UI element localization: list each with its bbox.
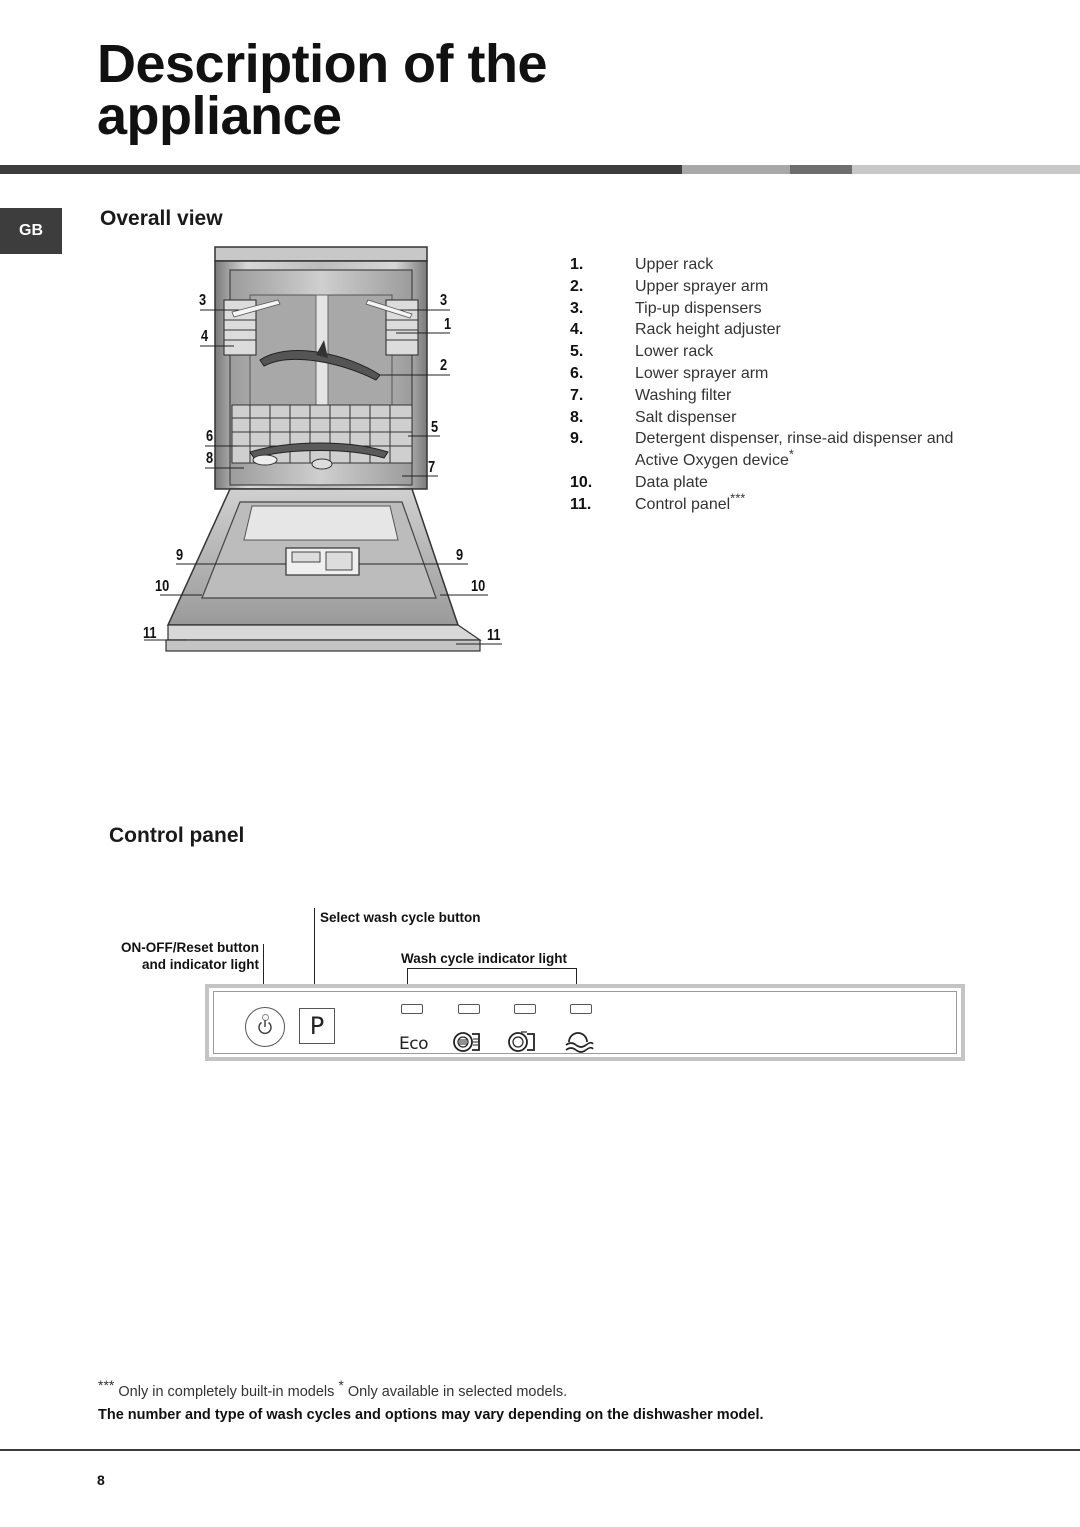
cycle-indicator-light-1 xyxy=(401,1004,423,1014)
callout-1: 1 xyxy=(444,316,452,333)
part-number: 9. xyxy=(570,430,584,448)
header-rule-dark xyxy=(0,165,682,174)
part-label: Control panel xyxy=(635,495,731,513)
power-icon xyxy=(258,1020,272,1035)
page-title-line-2: appliance xyxy=(97,86,342,146)
part-number: 1. xyxy=(570,256,584,273)
list-item: 3. Tip-up dispensers xyxy=(570,298,1050,320)
cycle-indicator-light-4 xyxy=(570,1004,592,1014)
select-cycle-label: Select wash cycle button xyxy=(320,910,481,925)
list-item: 2. Upper sprayer arm xyxy=(570,276,1050,298)
normal-wash-icon xyxy=(508,1031,535,1052)
footnote-text-2: Only available in selected models. xyxy=(347,1383,568,1400)
dishwasher-diagram xyxy=(140,240,510,665)
part-number: 10. xyxy=(570,473,593,491)
control-panel-heading: Control panel xyxy=(109,824,245,847)
part-number: 3. xyxy=(570,299,584,317)
callout-6: 6 xyxy=(206,428,214,445)
list-item: 5. Lower rack xyxy=(570,341,1050,363)
part-number: 2. xyxy=(570,277,584,295)
footnote-mark-2: * xyxy=(338,1377,344,1393)
page-title: Description of the appliance xyxy=(97,34,548,146)
footnote-mark: *** xyxy=(730,490,746,506)
select-cycle-button[interactable]: P xyxy=(299,1008,335,1044)
callout-9-left: 9 xyxy=(176,547,184,564)
part-label: Rack height adjuster xyxy=(635,321,781,339)
callout-10-right: 10 xyxy=(471,578,486,595)
control-panel-face xyxy=(213,991,957,1054)
part-label: Salt dispenser xyxy=(635,408,737,426)
onoff-label-line-2: and indicator light xyxy=(142,957,259,972)
part-number: 7. xyxy=(570,386,584,404)
list-item: 8. Salt dispenser xyxy=(570,407,1050,429)
callout-9-right: 9 xyxy=(456,547,464,564)
model-variation-note: The number and type of wash cycles and o… xyxy=(98,1407,764,1423)
cycle-indicator-light-2 xyxy=(458,1004,480,1014)
part-label: Detergent dispenser, rinse-aid dispenser… xyxy=(635,430,954,448)
footnote: *** Only in completely built-in models *… xyxy=(98,1377,567,1400)
indicator-light-label: Wash cycle indicator light xyxy=(401,951,568,966)
list-item: 6. Lower sprayer arm xyxy=(570,363,1050,385)
footnote-text-1: Only in completely built-in models xyxy=(118,1383,335,1400)
part-label: Data plate xyxy=(635,473,708,491)
callout-7: 7 xyxy=(428,459,436,476)
part-label-wrap: Control panel*** xyxy=(635,491,1050,516)
part-label: Lower rack xyxy=(635,343,714,361)
part-number: 4. xyxy=(570,321,584,339)
header-rule-pale xyxy=(852,165,1080,174)
indicator-leader-left xyxy=(407,968,408,994)
cycle-indicator-light-3 xyxy=(514,1004,536,1014)
power-button[interactable] xyxy=(245,1007,285,1047)
callout-11-left: 11 xyxy=(143,625,157,642)
callout-3-left: 3 xyxy=(199,292,207,309)
footer-rule xyxy=(0,1449,1080,1451)
indicator-leader-right xyxy=(576,968,577,994)
parts-list: 1. Upper rack 2. Upper sprayer arm 3. Tip-u… xyxy=(570,254,1050,516)
callout-5: 5 xyxy=(431,419,439,436)
header-rule-light xyxy=(682,165,790,174)
part-number: 8. xyxy=(570,408,584,426)
part-label-continued: Active Oxygen device xyxy=(635,452,789,470)
page-number: 8 xyxy=(97,1472,105,1488)
footnote-mark: * xyxy=(788,446,794,462)
callout-11-right: 11 xyxy=(487,627,501,644)
part-label: Washing filter xyxy=(635,386,732,404)
list-item: 4. Rack height adjuster xyxy=(570,319,1050,341)
part-label: Upper rack xyxy=(635,256,714,273)
list-item: 11. Control panel*** xyxy=(570,491,1050,516)
part-label: Lower sprayer arm xyxy=(635,364,769,382)
page-title-line-1: Description of the xyxy=(97,34,548,94)
list-item: 1. Upper rack xyxy=(570,254,1050,276)
callout-8: 8 xyxy=(206,450,214,467)
indicator-leader-bar xyxy=(407,968,577,969)
callout-3-right: 3 xyxy=(440,292,448,309)
part-label: Tip-up dispensers xyxy=(635,299,762,317)
onoff-leader-line xyxy=(263,944,264,1000)
callout-4: 4 xyxy=(201,328,209,345)
header-rule-mid xyxy=(790,165,852,174)
language-tab: GB xyxy=(0,208,62,254)
part-number: 11. xyxy=(570,495,592,513)
overall-view-heading: Overall view xyxy=(100,207,223,230)
list-item: 10. Data plate xyxy=(570,472,1050,494)
part-number: 5. xyxy=(570,343,584,361)
eco-icon: Eco xyxy=(399,1034,429,1054)
list-item: 7. Washing filter xyxy=(570,385,1050,407)
callout-2: 2 xyxy=(440,357,448,374)
select-leader-line xyxy=(314,908,315,1000)
control-panel: P Eco xyxy=(205,984,965,1061)
onoff-label-line-1: ON-OFF/Reset button xyxy=(121,940,259,955)
footnote-mark-1: *** xyxy=(98,1377,115,1393)
intensive-wash-icon xyxy=(453,1032,480,1052)
list-item: 9. Detergent dispenser, rinse-aid dispens… xyxy=(570,428,1050,472)
part-label: Upper sprayer arm xyxy=(635,277,769,295)
soak-wash-icon xyxy=(565,1032,594,1053)
callout-10-left: 10 xyxy=(155,578,170,595)
part-number: 6. xyxy=(570,364,584,382)
onoff-label: ON-OFF/Reset button and indicator light xyxy=(109,939,259,973)
part-label-wrap: Detergent dispenser, rinse-aid dispenser… xyxy=(635,428,1050,472)
